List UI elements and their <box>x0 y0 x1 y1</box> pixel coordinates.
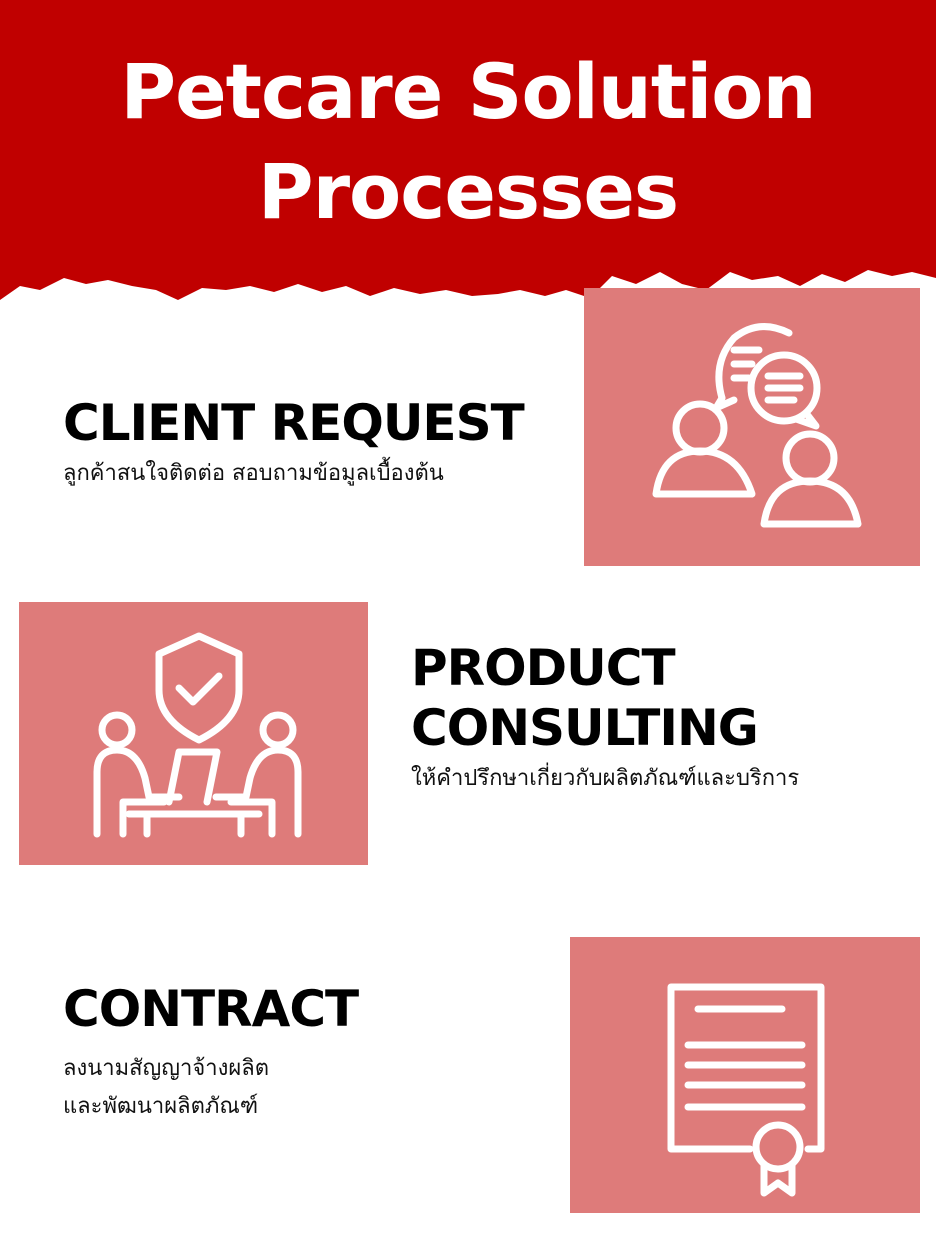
product-consulting-heading-line-1: PRODUCT <box>411 639 676 697</box>
client-request-panel <box>584 288 920 566</box>
product-consulting-heading-line-2: CONSULTING <box>411 699 759 757</box>
certificate-icon <box>667 983 825 1197</box>
product-consulting-heading: PRODUCT CONSULTING <box>411 638 759 758</box>
contract-panel <box>570 937 920 1213</box>
title-line-1: Petcare Solution <box>120 47 816 136</box>
contract-description: ลงนามสัญญาจ้างผลิต และพัฒนาผลิตภัณฑ์ <box>63 1050 269 1126</box>
product-consulting-description: ให้คำปรึกษาเกี่ยวกับผลิตภัณฑ์และบริการ <box>411 766 800 791</box>
client-request-description: ลูกค้าสนใจติดต่อ สอบถามข้อมูลเบื้องต้น <box>63 461 444 486</box>
product-consulting-panel <box>19 602 368 865</box>
chat-people-icon <box>652 323 862 528</box>
header-banner: Petcare Solution Processes <box>0 0 936 310</box>
torn-banner-shape <box>0 0 936 300</box>
contract-description-line-1: ลงนามสัญญาจ้างผลิต <box>63 1056 270 1081</box>
contract-description-line-2: และพัฒนาผลิตภัณฑ์ <box>63 1094 259 1119</box>
contract-heading: CONTRACT <box>63 980 359 1038</box>
page-title: Petcare Solution Processes <box>0 42 936 242</box>
client-request-heading: CLIENT REQUEST <box>63 394 525 452</box>
consulting-shield-icon <box>93 632 302 838</box>
title-line-2: Processes <box>257 147 679 236</box>
